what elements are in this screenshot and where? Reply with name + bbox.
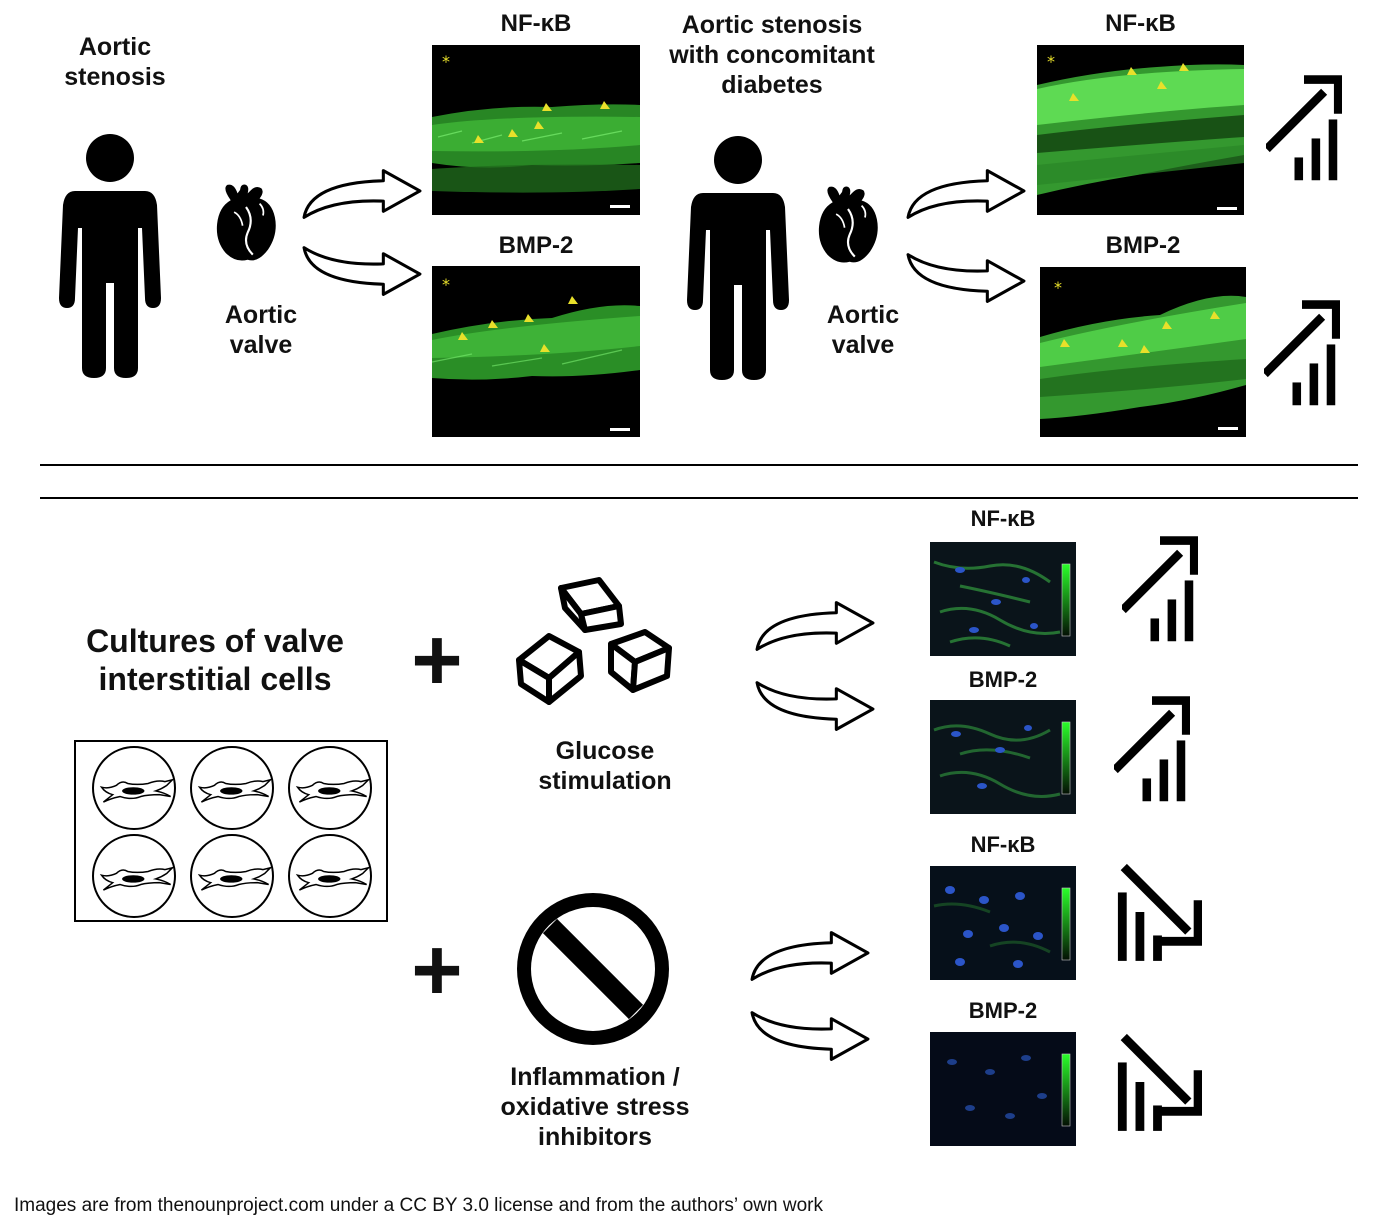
trend-up-icon	[1122, 536, 1198, 642]
micrograph-tissue-bmp2: *	[1040, 267, 1246, 437]
marker-title-bmp2: BMP-2	[1105, 232, 1181, 259]
curved-arrow-icon	[755, 680, 877, 732]
person-icon	[55, 133, 165, 378]
trend-up-icon	[1266, 75, 1342, 181]
marker-title-nfkb: NF-κB	[970, 506, 1036, 531]
cell-icon	[98, 864, 176, 892]
cultures-label: Cultures of valve interstitial cells	[86, 623, 344, 698]
divider	[40, 464, 1358, 466]
condition-label-aortic-stenosis-diabetes: Aortic stenosis with concomitant diabete…	[669, 11, 875, 99]
micrograph-tissue-nfkb: *	[1037, 45, 1244, 215]
cell-icon	[196, 776, 274, 804]
micrograph-tissue-bmp2: *	[432, 266, 640, 437]
marker-title-bmp2: BMP-2	[498, 232, 574, 259]
micrograph-tissue-nfkb: *	[432, 45, 640, 215]
trend-down-icon	[1114, 862, 1202, 962]
condition-label-aortic-stenosis: Aortic stenosis	[64, 33, 166, 91]
cell-icon	[98, 776, 176, 804]
curved-arrow-icon	[906, 252, 1028, 304]
valve-label: Aortic valve	[826, 301, 900, 359]
curved-arrow-icon	[302, 168, 424, 220]
trend-down-icon	[1114, 1032, 1202, 1132]
cell-icon	[294, 776, 372, 804]
marker-title-bmp2: BMP-2	[968, 667, 1038, 692]
valve-label: Aortic valve	[224, 301, 298, 359]
micrograph-cells-bmp2	[930, 1032, 1076, 1146]
asterisk-marker: *	[442, 52, 450, 71]
prohibition-icon	[517, 893, 669, 1045]
asterisk-marker: *	[442, 275, 450, 294]
divider	[40, 497, 1358, 499]
marker-title-bmp2: BMP-2	[968, 998, 1038, 1023]
micrograph-cells-bmp2	[930, 700, 1076, 814]
inhibitors-label: Inflammation / oxidative stress inhibito…	[500, 1063, 690, 1151]
marker-title-nfkb: NF-κB	[500, 10, 572, 37]
sugar-cubes-icon	[516, 577, 672, 705]
curved-arrow-icon	[750, 1010, 872, 1062]
asterisk-marker: *	[1054, 278, 1062, 297]
marker-title-nfkb: NF-κB	[1105, 10, 1176, 37]
person-icon	[683, 135, 793, 380]
cell-icon	[294, 864, 372, 892]
glucose-label: Glucose stimulation	[538, 737, 672, 795]
curved-arrow-icon	[750, 930, 872, 982]
curved-arrow-icon	[302, 245, 424, 297]
trend-up-icon	[1114, 696, 1190, 802]
heart-icon	[212, 176, 280, 272]
well-plate	[74, 740, 388, 922]
plus-symbol: +	[411, 610, 463, 709]
micrograph-cells-nfkb	[930, 866, 1076, 980]
marker-title-nfkb: NF-κB	[970, 832, 1036, 857]
cell-icon	[196, 864, 274, 892]
asterisk-marker: *	[1047, 52, 1055, 71]
footnote: Images are from thenounproject.com under…	[14, 1195, 823, 1216]
micrograph-cells-nfkb	[930, 542, 1076, 656]
trend-up-icon	[1264, 300, 1340, 406]
heart-icon	[814, 178, 882, 274]
plus-symbol: +	[411, 920, 463, 1019]
curved-arrow-icon	[906, 168, 1028, 220]
curved-arrow-icon	[755, 600, 877, 652]
